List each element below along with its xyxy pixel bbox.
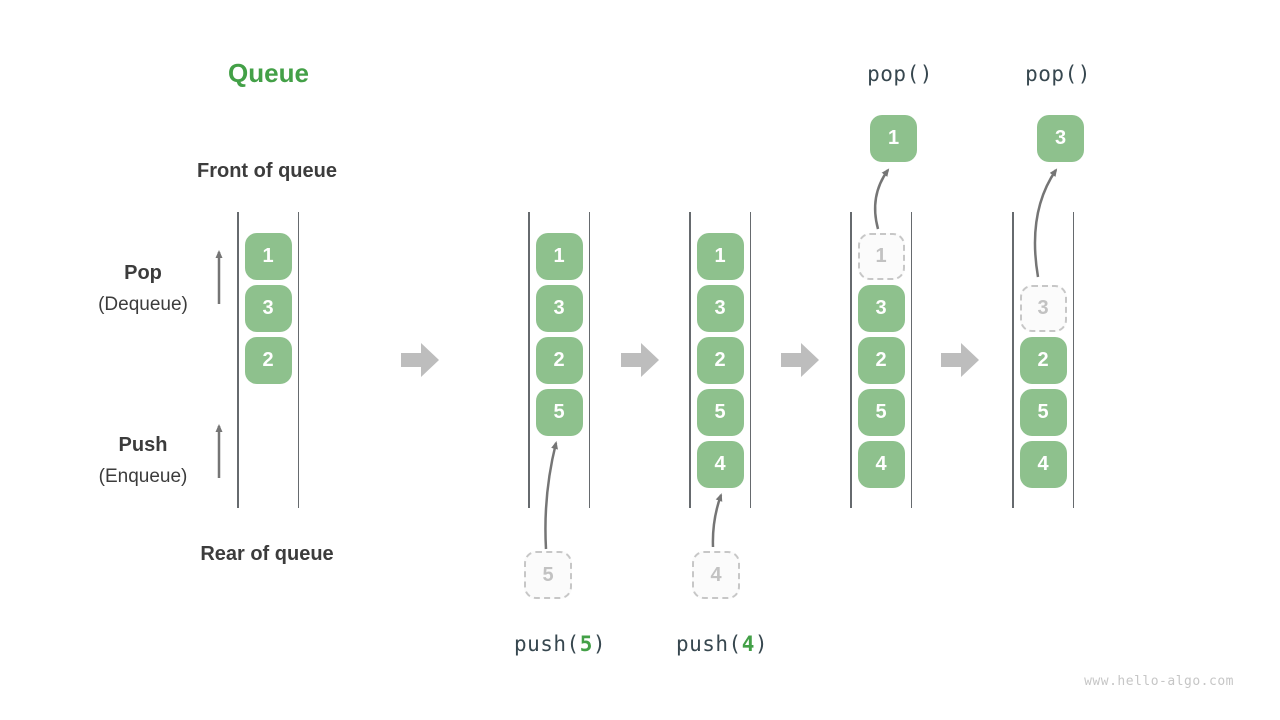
queue-wall-right [297,212,299,508]
pop-dequeue-label: Pop (Dequeue) [60,258,226,322]
incoming-value-box: 5 [524,551,572,599]
queue-cell: 1 [696,233,744,280]
queue-cell: 2 [535,337,583,384]
queue-wall-left [1012,212,1014,508]
push-open-text: push( [675,632,742,656]
push-close-text: ) [592,632,607,656]
queue-wall-right [588,212,590,508]
queue-cell: 3 [857,285,905,332]
queue-wall-left [850,212,852,508]
queue-wall-right [910,212,912,508]
queue-cell: 1 [535,233,583,280]
queue-cell: 5 [857,389,905,436]
queue-cell: 2 [696,337,744,384]
queue-state-1: 1 3 2 [237,212,299,508]
enqueue-label-text: (Enqueue) [98,466,188,487]
front-of-queue-label: Front of queue [197,160,337,182]
diagram-title: Queue [228,58,309,88]
transition-arrow-3 [781,343,819,377]
queue-cell: 3 [244,285,292,332]
queue-cell: 1 [244,233,292,280]
queue-wall-right [1072,212,1074,508]
push-operation-label: push(5) [470,632,650,656]
queue-cell: 2 [1019,337,1067,384]
queue-cell-removed: 3 [1019,285,1067,332]
queue-state-4: 1 3 2 5 4 [850,212,912,508]
transition-arrow-4 [941,343,979,377]
popped-value-box: 3 [1037,115,1084,162]
transition-arrow-2 [621,343,659,377]
queue-state-2: 1 3 2 5 [528,212,590,508]
pop-label-text: Pop [124,262,162,284]
transition-arrow-1 [401,343,439,377]
push-operation-label: push(4) [632,632,812,656]
queue-cell: 4 [1019,441,1067,488]
queue-cell-removed: 1 [857,233,905,280]
dequeue-label-text: (Dequeue) [98,294,188,315]
push-enqueue-label: Push (Enqueue) [60,430,226,494]
queue-cell: 4 [696,441,744,488]
queue-cell: 5 [1019,389,1067,436]
queue-cell: 2 [244,337,292,384]
push-arg-value: 4 [741,632,755,656]
push-open-text: push( [513,632,580,656]
push-label-text: Push [118,434,168,456]
queue-state-3: 1 3 2 5 4 [689,212,751,508]
queue-cell: 5 [535,389,583,436]
queue-wall-right [749,212,751,508]
queue-cell: 2 [857,337,905,384]
queue-cell: 3 [696,285,744,332]
watermark: www.hello-algo.com [1084,674,1234,689]
incoming-value-box: 4 [692,551,740,599]
rear-of-queue-label: Rear of queue [200,543,334,565]
push-arg-value: 5 [579,632,593,656]
queue-wall-left [237,212,239,508]
queue-state-5: 3 2 5 4 [1012,212,1074,508]
queue-wall-left [528,212,530,508]
pop-operation-label: pop() [1025,62,1091,86]
pop-operation-label: pop() [867,62,933,86]
push-close-text: ) [754,632,769,656]
queue-cell: 5 [696,389,744,436]
queue-cell: 3 [535,285,583,332]
popped-value-box: 1 [870,115,917,162]
queue-cell: 4 [857,441,905,488]
queue-wall-left [689,212,691,508]
